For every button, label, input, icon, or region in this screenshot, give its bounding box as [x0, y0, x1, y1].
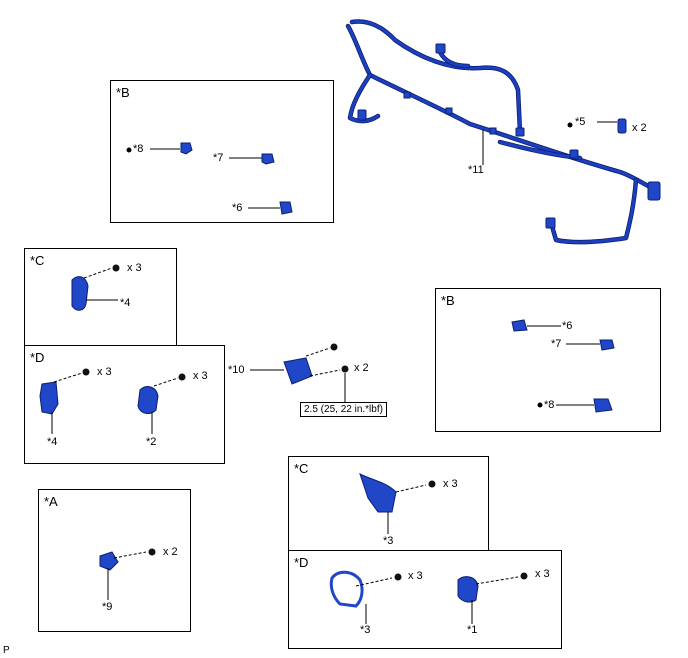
qty-c-bottom: x 3: [443, 478, 458, 490]
callout-6-right: *6: [562, 320, 573, 332]
box-b-right: *B: [435, 288, 661, 432]
callout-4-d-left: *4: [47, 436, 58, 448]
box-b-top: *B: [110, 80, 334, 223]
corner-mark: P: [3, 645, 10, 656]
box-c-left-label: *C: [30, 253, 45, 268]
qty-d-left-b: x 3: [193, 370, 208, 382]
box-d-left-label: *D: [30, 350, 45, 365]
callout-5: *5: [575, 116, 586, 128]
sensor-2: [137, 386, 159, 414]
bracket-4-d-left: [39, 381, 59, 415]
sensor-7-right: [599, 339, 615, 351]
sensor-7-top: [261, 153, 275, 165]
sensor-9: [99, 551, 119, 571]
callout-3-c-bottom: *3: [383, 535, 394, 547]
callout-2: *2: [146, 436, 157, 448]
sensor-bracket-8-right: [593, 398, 613, 413]
torque-spec: 2.5 (25, 22 in.*lbf): [300, 402, 387, 417]
callout-10: *10: [228, 364, 245, 376]
box-b-top-label: *B: [116, 85, 130, 100]
box-a-bottom-label: *A: [44, 494, 58, 509]
callout-4-c-left: *4: [120, 297, 131, 309]
clip-5: [567, 118, 627, 134]
callout-8-top: *8: [133, 143, 144, 155]
bracket-3-c-bottom: [359, 473, 397, 513]
callout-8-right: *8: [544, 399, 555, 411]
bracket-4-c-left: [71, 276, 89, 311]
qty-a: x 2: [163, 546, 178, 558]
box-b-right-label: *B: [441, 293, 455, 308]
bracket-3-d-bottom: [329, 570, 364, 608]
sensor-bracket-8-top: [180, 142, 193, 155]
qty-d-bottom-b: x 3: [535, 568, 550, 580]
box-d-bottom-label: *D: [294, 555, 309, 570]
qty-d-bottom-a: x 3: [408, 570, 423, 582]
sensor-1: [457, 576, 479, 603]
qty-clip-5: x 2: [632, 122, 647, 134]
qty-d-left-a: x 3: [97, 366, 112, 378]
callout-11: *11: [468, 164, 484, 176]
callout-1: *1: [467, 624, 478, 636]
callout-3-d-bottom: *3: [360, 624, 371, 636]
ecu-10: [283, 357, 313, 385]
box-d-left: *D: [24, 345, 225, 464]
box-c-bottom-label: *C: [294, 461, 309, 476]
callout-7-top: *7: [213, 152, 224, 164]
sensor-6-right: [511, 319, 528, 332]
qty-c-left: x 3: [127, 262, 142, 274]
callout-7-right: *7: [551, 338, 562, 350]
callout-9: *9: [102, 601, 113, 613]
callout-6-top: *6: [232, 202, 243, 214]
box-a-bottom: *A: [38, 489, 191, 632]
box-d-bottom: *D: [288, 550, 562, 649]
wire-harness: [345, 19, 661, 245]
sensor-6-top: [279, 201, 293, 215]
qty-ecu: x 2: [354, 362, 369, 374]
